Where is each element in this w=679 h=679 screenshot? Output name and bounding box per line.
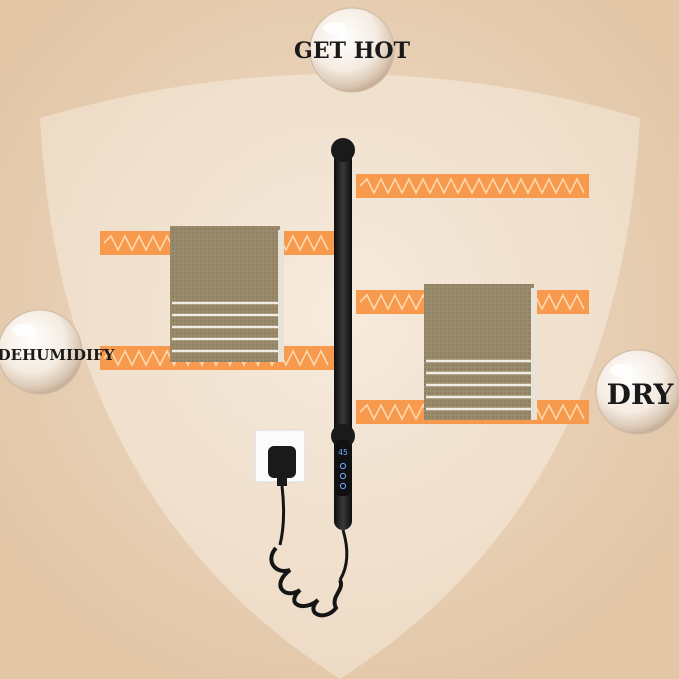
temperature-display: 45: [338, 448, 348, 457]
label-dry: DRY: [607, 378, 675, 411]
heat-band-lower-left-wave: [103, 349, 329, 367]
heat-band-top-right-wave: [359, 177, 585, 195]
control-panel[interactable]: [336, 440, 350, 496]
minus-icon[interactable]: [339, 482, 347, 490]
wall-socket: [254, 429, 306, 486]
towel-rail: 45: [331, 138, 355, 530]
bubble-dehumidify: DEHUMIDIFY: [0, 309, 115, 395]
label-get-hot: GET HOT: [294, 38, 411, 64]
power-plug: [268, 446, 296, 478]
bubble-get-hot: GET HOT: [294, 7, 411, 93]
plus-icon[interactable]: [339, 472, 347, 480]
power-icon[interactable]: [339, 462, 347, 470]
power-cable: [269, 485, 349, 618]
bubble-dry: DRY: [595, 349, 679, 435]
right-towel: [424, 284, 537, 420]
left-towel: [170, 226, 284, 362]
label-dehumidify: DEHUMIDIFY: [0, 346, 115, 364]
